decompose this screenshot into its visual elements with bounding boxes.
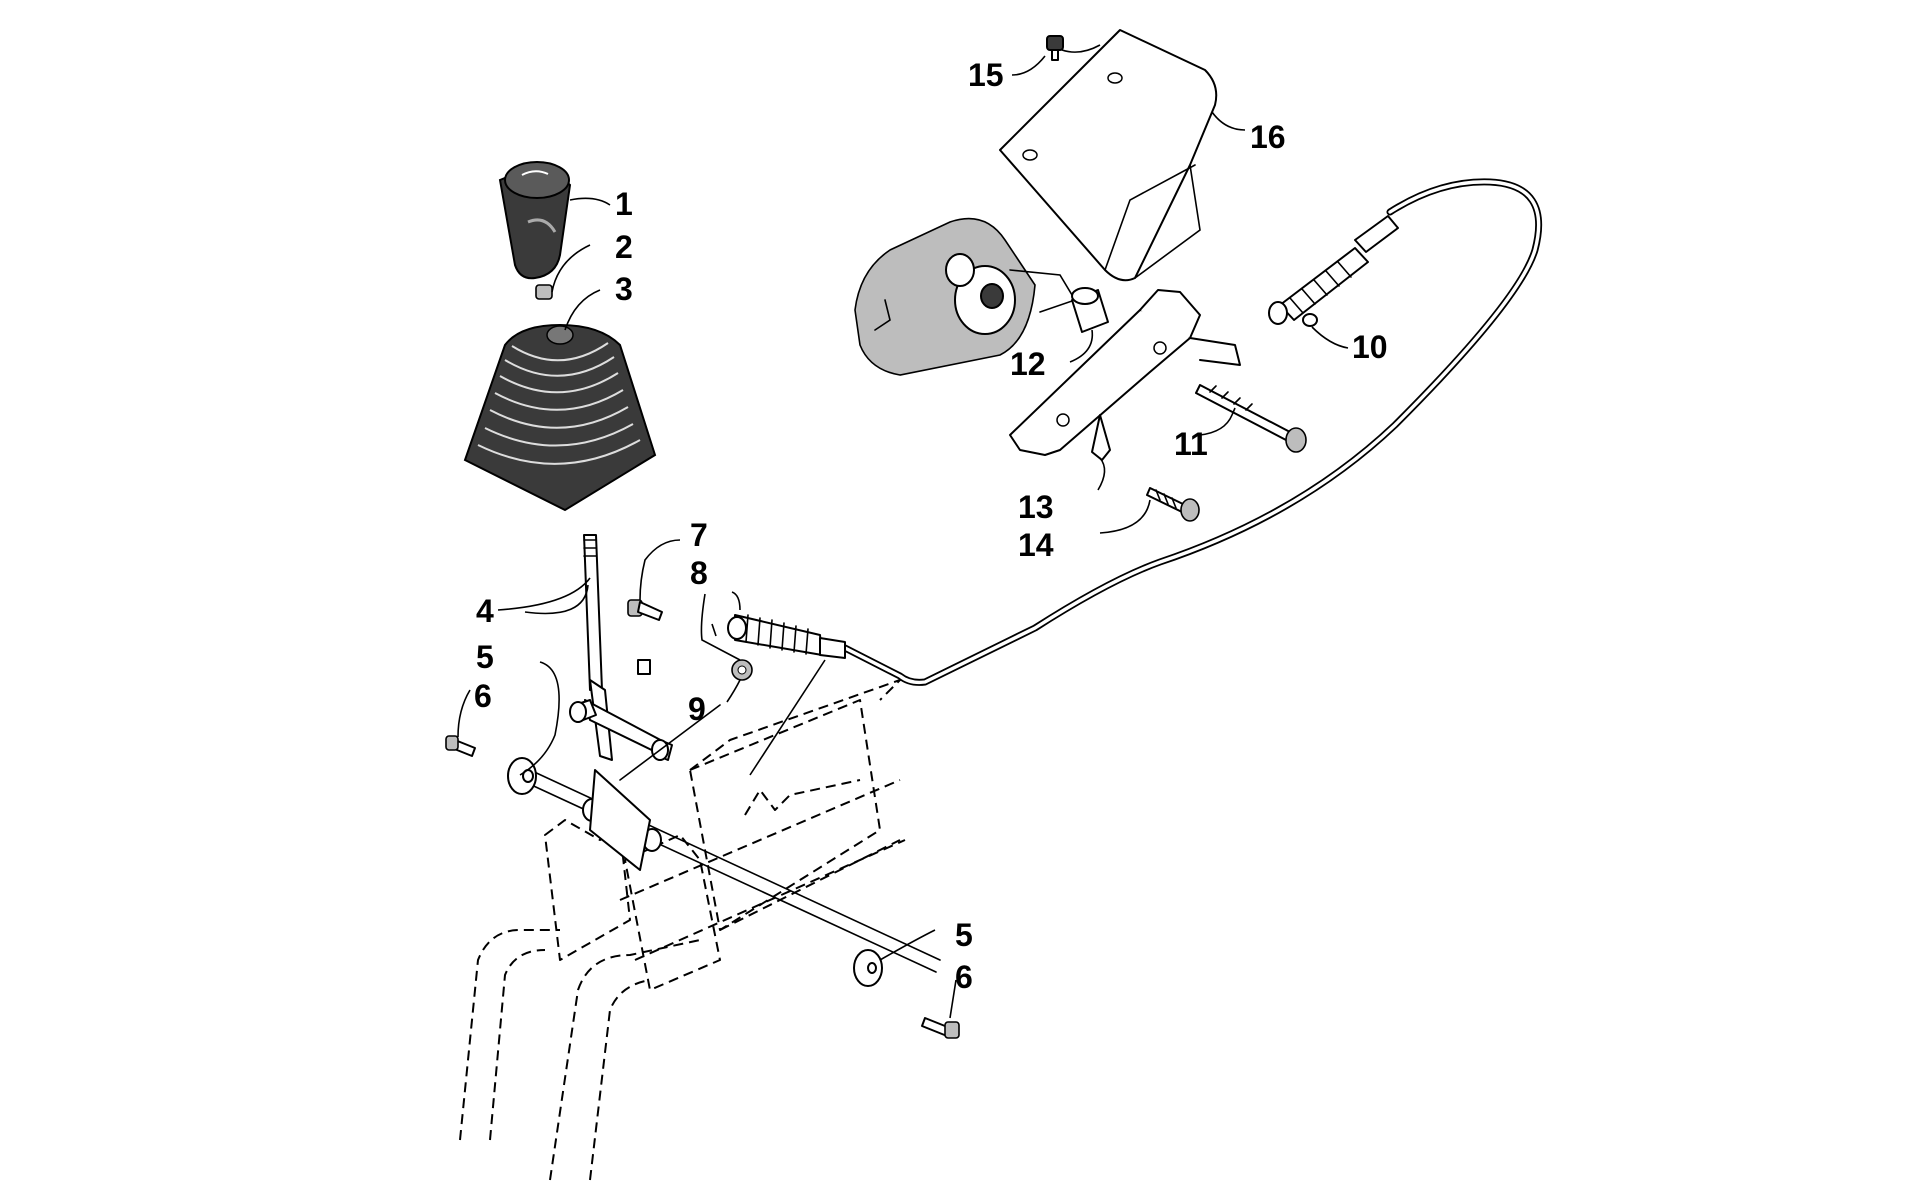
callout-11: 11: [1174, 426, 1208, 462]
callout-15: 15: [968, 57, 1004, 93]
bolt-6-lower: [921, 1017, 960, 1039]
callout-labels: 1 2 3 4 5 6 7 8 9 10 11 12 13 14 15 16 5…: [474, 57, 1388, 995]
callout-16: 16: [1250, 119, 1286, 155]
cable-boot-lower: [727, 614, 846, 659]
leader-lines: [457, 44, 1349, 1019]
lever-bracket: [589, 704, 721, 871]
bolt-11: [1195, 384, 1307, 453]
lever-nut: [535, 284, 553, 300]
callout-5a: 5: [476, 639, 494, 675]
shift-lever: [569, 534, 673, 761]
washer-10: [1302, 313, 1318, 327]
frame-dashed: [459, 679, 906, 1181]
callout-10: 10: [1352, 329, 1388, 365]
transmission-housing: [854, 217, 1077, 376]
callout-8: 8: [690, 555, 708, 591]
callout-14: 14: [1018, 527, 1054, 563]
screw-15: [1046, 35, 1064, 61]
callout-6a: 6: [474, 678, 492, 714]
cover-plate: [999, 29, 1218, 282]
shift-boot: [463, 323, 657, 512]
shift-bracket: [1009, 289, 1241, 461]
cable-boot-upper: [1268, 215, 1399, 325]
bolt-7: [627, 599, 663, 621]
bolt-14: [1146, 487, 1200, 522]
bushing-12: [1071, 287, 1109, 333]
shift-knob: [498, 161, 572, 280]
callout-6b: 6: [955, 959, 973, 995]
bolt-6-upper: [445, 735, 476, 757]
callout-1: 1: [615, 186, 633, 222]
callout-9: 9: [688, 691, 706, 727]
callout-13: 13: [1018, 489, 1054, 525]
washer-lower: [853, 949, 883, 987]
callout-4: 4: [476, 593, 494, 629]
shift-cable: [727, 178, 1543, 686]
callout-7: 7: [690, 517, 708, 553]
callout-2: 2: [615, 229, 633, 265]
callout-5b: 5: [955, 917, 973, 953]
nut-9: [731, 659, 753, 681]
callout-12: 12: [1010, 346, 1046, 382]
callout-3: 3: [615, 271, 633, 307]
